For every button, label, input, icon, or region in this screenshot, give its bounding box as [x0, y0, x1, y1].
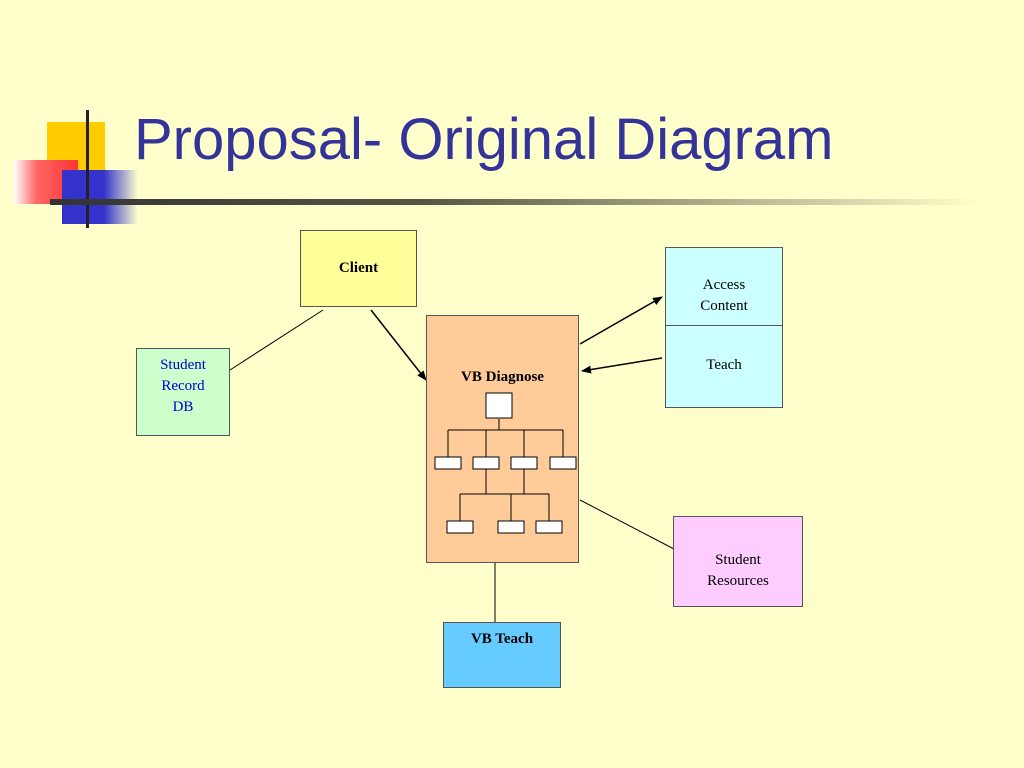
- hierarchy-root-node: [485, 392, 513, 419]
- arrow-vb-diagnose-to-access-content: [579, 296, 663, 345]
- vb-diagnose-hierarchy-chart: [434, 392, 577, 534]
- deco-blue-square: [62, 170, 138, 224]
- hierarchy-node: [535, 520, 563, 534]
- client-label: Client: [338, 260, 379, 276]
- access-content-box: Access Content: [665, 247, 783, 326]
- student-resources-line-2: Resources: [707, 573, 769, 589]
- hierarchy-node: [472, 456, 500, 470]
- vb-teach-label: VB Teach: [470, 631, 534, 647]
- vb-diagnose-label: VB Diagnose: [461, 369, 544, 385]
- arrow-client-to-vb-diagnose: [370, 309, 427, 381]
- hierarchy-node: [510, 456, 538, 470]
- access-content-line-1: Access: [702, 277, 746, 293]
- student-resources-box: Student Resources: [673, 516, 803, 607]
- student-resources-line-1: Student: [715, 552, 761, 568]
- student-record-line-2: Record: [161, 378, 205, 394]
- student-record-line-3: DB: [172, 399, 194, 415]
- arrow-teach-to-vb-diagnose: [581, 357, 663, 374]
- vb-diagnose-box: VB Diagnose: [426, 315, 579, 563]
- student-record-db-box: Student Record DB: [136, 348, 230, 436]
- line-vb-diagnose-to-student-resources: [579, 499, 675, 550]
- deco-vertical-line: [86, 110, 89, 228]
- hierarchy-node: [497, 520, 525, 534]
- hierarchy-node: [434, 456, 462, 470]
- student-record-line-1: Student: [160, 357, 206, 373]
- hierarchy-node: [446, 520, 474, 534]
- access-content-line-2: Content: [700, 298, 748, 314]
- line-student-record-to-client: [229, 309, 324, 371]
- page-title: Proposal- Original Diagram: [134, 107, 834, 172]
- teach-box: Teach: [665, 325, 783, 408]
- teach-label: Teach: [706, 357, 742, 373]
- client-box: Client: [300, 230, 417, 307]
- hierarchy-node: [549, 456, 577, 470]
- title-underline: [50, 199, 980, 205]
- vb-teach-box: VB Teach: [443, 622, 561, 688]
